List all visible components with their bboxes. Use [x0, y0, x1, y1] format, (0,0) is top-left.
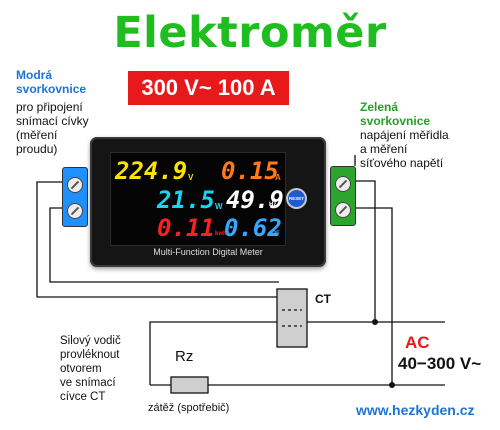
rating-badge: 300 V~ 100 A [128, 71, 289, 105]
wire-note-line: provléknout [60, 349, 120, 361]
green-terminal-description-line: síťového napětí [360, 156, 444, 170]
current-readout: 0.15 [221, 157, 279, 185]
voltage-readout: 224.9 [115, 157, 188, 185]
screw-icon [335, 176, 351, 192]
green-terminal-heading-line: Zelená [360, 100, 399, 114]
reset-button[interactable]: RESET [288, 190, 305, 207]
ac-voltage-range: 40−300 V~ [398, 354, 482, 373]
resistor-label: Rz [175, 348, 194, 365]
power-unit: W [215, 202, 223, 211]
ac-label: AC [405, 333, 430, 352]
green-terminal-block [330, 166, 356, 226]
ct-label: CT [315, 292, 331, 306]
meter-caption: Multi-Function Digital Meter [153, 247, 263, 257]
blue-terminal-description-line: (měření [16, 128, 58, 142]
green-terminal-heading: Zelená svorkovnice [360, 100, 480, 128]
current-unit: A [275, 173, 281, 182]
ct-lead-upper [36, 181, 279, 298]
blue-terminal-heading-line: Modrá [16, 68, 52, 82]
ac-line-upper [353, 180, 445, 323]
wire-note-line: otvorem [60, 363, 102, 375]
wire-note: Silový vodič provléknout otvorem ve sním… [60, 334, 180, 404]
screw-icon [67, 177, 83, 193]
ac-line-lower [353, 207, 445, 386]
screw-icon [67, 203, 83, 219]
power-factor-unit: PF [272, 231, 280, 237]
power-readout: 21.5 [157, 186, 215, 214]
ct-sensor [276, 288, 308, 348]
blue-terminal-heading-line: svorkovnice [16, 82, 87, 96]
frequency-readout: 49.9 [226, 186, 284, 214]
blue-terminal-heading: Modrá svorkovnice [16, 68, 106, 96]
blue-terminal-description: pro připojení snímací cívky (měření prou… [16, 100, 126, 156]
wire-note-line: ve snímací [60, 377, 116, 389]
green-terminal-description: napájení měřidla a měření síťového napět… [360, 128, 490, 170]
blue-terminal-description-line: proudu) [16, 142, 58, 156]
junction-dot [389, 382, 395, 388]
wire-note-line: cívce CT [60, 391, 106, 403]
frequency-unit: Hz [269, 202, 277, 208]
energy-readout: 0.11 [157, 214, 215, 242]
ct-lead-lower [49, 207, 279, 283]
blue-terminal-description-line: snímací cívky [16, 114, 89, 128]
meter-display: 224.9 V 0.15 A 21.5 W 49.9 Hz 0.11 kwh 0… [110, 152, 286, 246]
blue-terminal-description-line: pro připojení [16, 100, 83, 114]
load-resistor [170, 376, 209, 394]
green-terminal-description-line: a měření [360, 142, 408, 156]
website-link[interactable]: www.hezkyden.cz [356, 402, 475, 418]
blue-terminal-block [62, 167, 88, 227]
load-label: zátěž (spotřebič) [148, 402, 230, 414]
screw-icon [335, 202, 351, 218]
voltage-unit: V [188, 173, 194, 182]
green-terminal-description-line: napájení měřidla [360, 128, 449, 142]
power-factor-readout: 0.62 [224, 214, 282, 242]
wire-note-line: Silový vodič [60, 335, 121, 347]
page-title: Elektroměr [113, 8, 387, 58]
energy-unit: kwh [215, 231, 227, 237]
green-terminal-heading-line: svorkovnice [360, 114, 431, 128]
junction-dot [372, 319, 378, 325]
